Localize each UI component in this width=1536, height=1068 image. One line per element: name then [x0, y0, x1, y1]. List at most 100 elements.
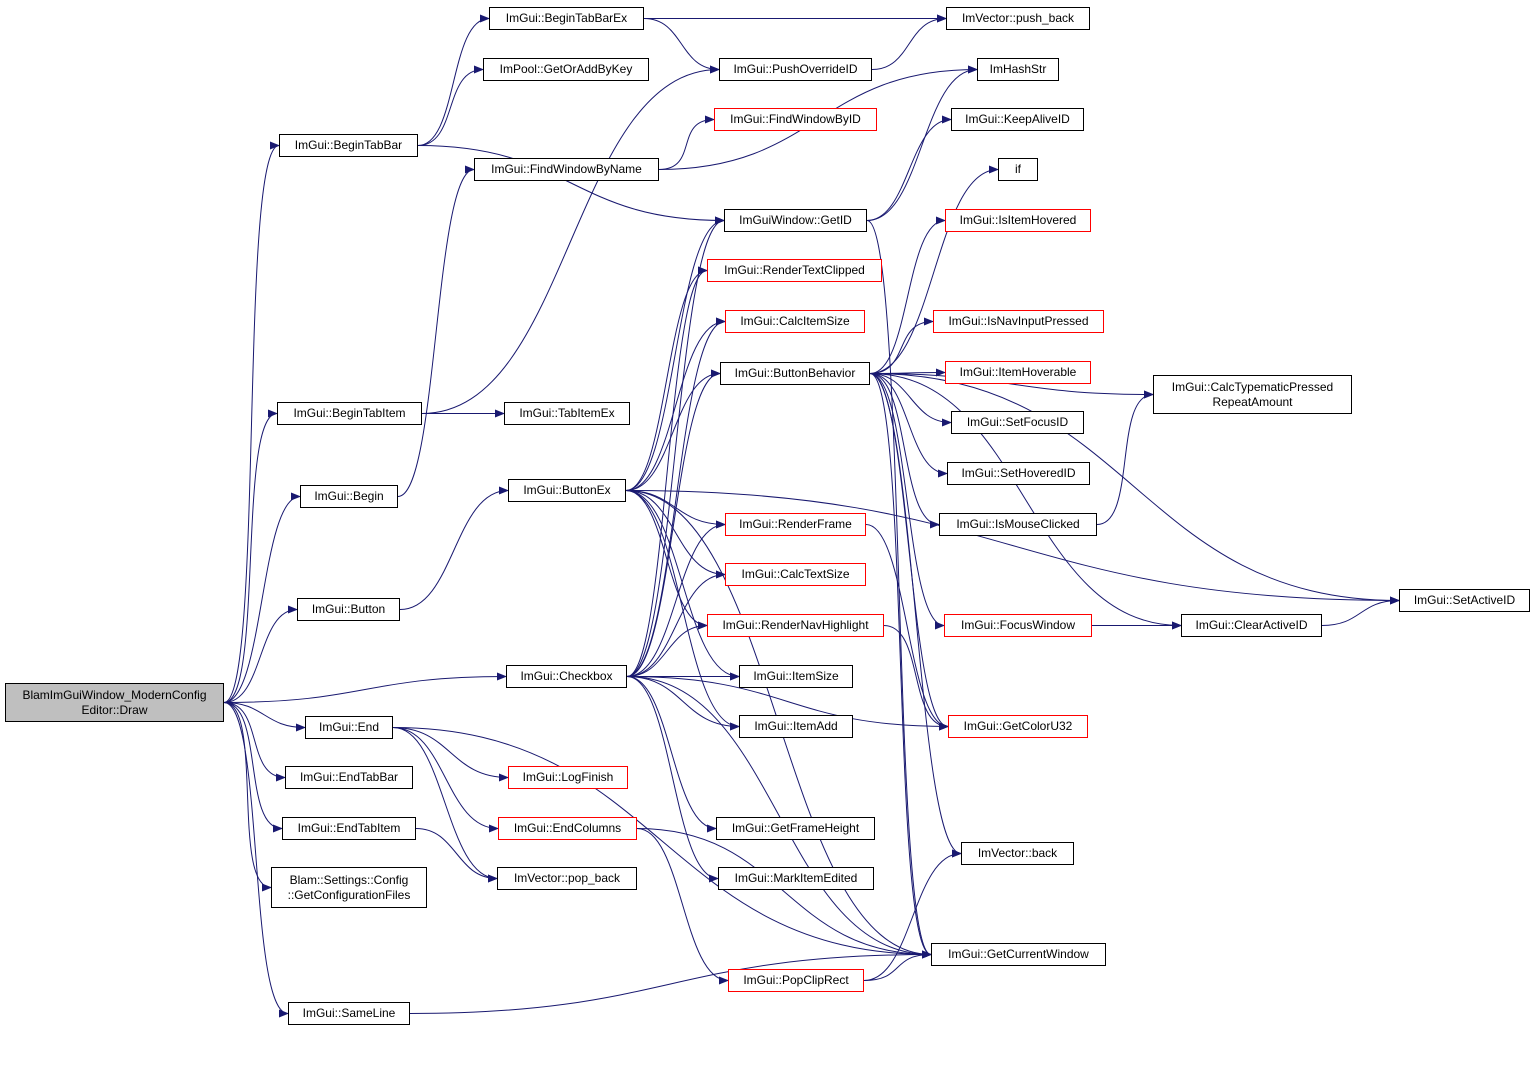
- edge-end-to-popback: [392, 727, 498, 883]
- node-render-frame[interactable]: ImGui::RenderFrame: [725, 513, 866, 536]
- node-set-active-id[interactable]: ImGui::SetActiveID: [1399, 589, 1530, 612]
- edge-root-to-button: [223, 605, 298, 703]
- node-get-current-window[interactable]: ImGui::GetCurrentWindow: [931, 943, 1106, 966]
- edge-buttonbehavior-to-sethoveredid: [869, 373, 948, 478]
- edge-checkbox-to-windowgetid: [626, 216, 725, 677]
- edge-buttonex-to-itemadd: [625, 490, 740, 731]
- edge-buttonbehavior-to-isitemhovered: [869, 216, 946, 374]
- node-get-configuration-files[interactable]: Blam::Settings::Config::GetConfiguration…: [271, 867, 427, 908]
- edge-root-to-begintabitem: [223, 409, 278, 703]
- node-begin-tab-item[interactable]: ImGui::BeginTabItem: [277, 402, 422, 425]
- edge-endcolumns-to-getcurrentwindow: [636, 828, 932, 959]
- edge-root-to-begin: [223, 492, 301, 703]
- node-find-window-by-id[interactable]: ImGui::FindWindowByID: [714, 108, 877, 131]
- node-calc-text-size[interactable]: ImGui::CalcTextSize: [725, 563, 866, 586]
- edge-buttonbehavior-to-setactiveid: [869, 373, 1400, 605]
- edge-buttonbehavior-to-vectorback: [869, 373, 962, 858]
- edge-begintabbar-to-windowgetid: [417, 145, 725, 225]
- node-log-finish[interactable]: ImGui::LogFinish: [508, 766, 628, 789]
- node-keep-alive-id[interactable]: ImGui::KeepAliveID: [951, 108, 1084, 131]
- edge-renderframe-to-getcoloru32: [865, 524, 949, 731]
- node-get-color-u32[interactable]: ImGui::GetColorU32: [948, 715, 1088, 738]
- node-get-frame-height[interactable]: ImGui::GetFrameHeight: [716, 817, 875, 840]
- node-mark-item-edited[interactable]: ImGui::MarkItemEdited: [718, 867, 874, 890]
- node-push-override-id[interactable]: ImGui::PushOverrideID: [719, 58, 872, 81]
- node-end[interactable]: ImGui::End: [305, 716, 393, 739]
- node-item-add[interactable]: ImGui::ItemAdd: [739, 715, 853, 738]
- node-begin-tab-bar-ex[interactable]: ImGui::BeginTabBarEx: [489, 7, 644, 30]
- edge-windowgetid-to-keepaliveid: [866, 115, 952, 221]
- node-begin[interactable]: ImGui::Begin: [300, 485, 398, 508]
- node-im-hash-str[interactable]: ImHashStr: [977, 58, 1059, 81]
- node-tab-item-ex[interactable]: ImGui::TabItemEx: [504, 402, 630, 425]
- edge-clearactiveid-to-setactiveid: [1321, 596, 1400, 626]
- node-button-ex[interactable]: ImGui::ButtonEx: [508, 479, 626, 502]
- edge-endtabitem-to-popback: [415, 828, 498, 883]
- edge-end-to-logfinish: [392, 727, 509, 782]
- node-item-size[interactable]: ImGui::ItemSize: [739, 665, 853, 688]
- edge-buttonex-to-windowgetid: [625, 216, 725, 491]
- edge-button-to-buttonex: [399, 486, 509, 610]
- node-calc-item-size[interactable]: ImGui::CalcItemSize: [725, 310, 865, 333]
- edge-root-to-begintabbar: [223, 141, 280, 703]
- node-begin-tab-bar[interactable]: ImGui::BeginTabBar: [279, 134, 418, 157]
- node-clear-active-id[interactable]: ImGui::ClearActiveID: [1181, 614, 1322, 637]
- node-vector-pop-back[interactable]: ImVector::pop_back: [497, 867, 637, 890]
- node-end-tab-item[interactable]: ImGui::EndTabItem: [282, 817, 416, 840]
- node-is-item-hovered[interactable]: ImGui::IsItemHovered: [945, 209, 1091, 232]
- edge-checkbox-to-rendernavhighlight: [626, 621, 708, 677]
- edge-begintabbar-to-imguipool: [417, 65, 484, 146]
- node-render-text-clipped[interactable]: ImGui::RenderTextClipped: [707, 259, 882, 282]
- edge-begintabbar-to-begintabbarex: [417, 14, 490, 146]
- edge-ismouseclicked-to-calctypematic: [1096, 390, 1154, 525]
- node-render-nav-highlight[interactable]: ImGui::RenderNavHighlight: [707, 614, 884, 637]
- node-set-hovered-id[interactable]: ImGui::SetHoveredID: [947, 462, 1090, 485]
- edge-buttonex-to-setactiveid: [625, 490, 1400, 605]
- edge-root-to-sameline: [223, 702, 289, 1018]
- edge-buttonbehavior-to-setfocusid: [869, 373, 952, 427]
- node-vector-push-back[interactable]: ImVector::push_back: [946, 7, 1090, 30]
- edge-pushoverrideid-to-pushback: [871, 14, 947, 70]
- edge-sameline-to-getcurrentwindow: [409, 950, 932, 1014]
- edge-root-to-end: [223, 702, 306, 732]
- node-end-columns[interactable]: ImGui::EndColumns: [498, 817, 637, 840]
- edge-checkbox-to-getcoloru32: [626, 676, 949, 731]
- node-same-line[interactable]: ImGui::SameLine: [288, 1002, 410, 1025]
- edge-end-to-getcurrentwindow: [392, 727, 932, 959]
- node-pop-clip-rect[interactable]: ImGui::PopClipRect: [728, 969, 864, 992]
- edge-rendernavhighlight-to-getcoloru32: [883, 625, 949, 731]
- node-checkbox[interactable]: ImGui::Checkbox: [506, 665, 627, 688]
- node-is-mouse-clicked[interactable]: ImGui::IsMouseClicked: [939, 513, 1097, 536]
- node-is-nav-input-pressed[interactable]: ImGui::IsNavInputPressed: [933, 310, 1104, 333]
- edge-root-to-checkbox: [223, 672, 507, 703]
- edge-popcliprect-to-vectorback: [863, 849, 962, 981]
- node-button-behavior[interactable]: ImGui::ButtonBehavior: [720, 362, 870, 385]
- node-find-window-by-name[interactable]: ImGui::FindWindowByName: [474, 158, 659, 181]
- node-item-hoverable[interactable]: ImGui::ItemHoverable: [945, 361, 1091, 384]
- node-vector-back[interactable]: ImVector::back: [961, 842, 1074, 865]
- edge-buttonbehavior-to-clearactiveid: [869, 373, 1182, 630]
- edge-windowgetid-to-imhashstr: [866, 65, 978, 221]
- edge-begintabbarex-to-pushoverrideid: [643, 18, 720, 74]
- edge-buttonbehavior-to-calctypematic: [869, 373, 1154, 399]
- edge-root-to-endtabitem: [223, 702, 283, 833]
- node-set-focus-id[interactable]: ImGui::SetFocusID: [951, 411, 1084, 434]
- edge-checkbox-to-renderframe: [626, 520, 726, 677]
- node-window-get-id[interactable]: ImGuiWindow::GetID: [724, 209, 867, 232]
- node-button[interactable]: ImGui::Button: [297, 598, 400, 621]
- edge-checkbox-to-calctextsize: [626, 570, 726, 677]
- edge-buttonex-to-calcitemsize: [625, 317, 726, 491]
- edge-checkbox-to-getcurrentwindow: [626, 676, 932, 959]
- node-end-tab-bar[interactable]: ImGui::EndTabBar: [285, 766, 413, 789]
- node-impool-get-or-add-by-key[interactable]: ImPool::GetOrAddByKey: [483, 58, 649, 81]
- node-if[interactable]: if: [998, 158, 1038, 181]
- edge-checkbox-to-markitemedited: [626, 676, 719, 883]
- edge-buttonex-to-calctextsize: [625, 490, 726, 579]
- node-focus-window[interactable]: ImGui::FocusWindow: [944, 614, 1092, 637]
- edge-buttonbehavior-to-focuswindow: [869, 373, 945, 630]
- edge-begin-to-findwindowbyname: [397, 165, 475, 497]
